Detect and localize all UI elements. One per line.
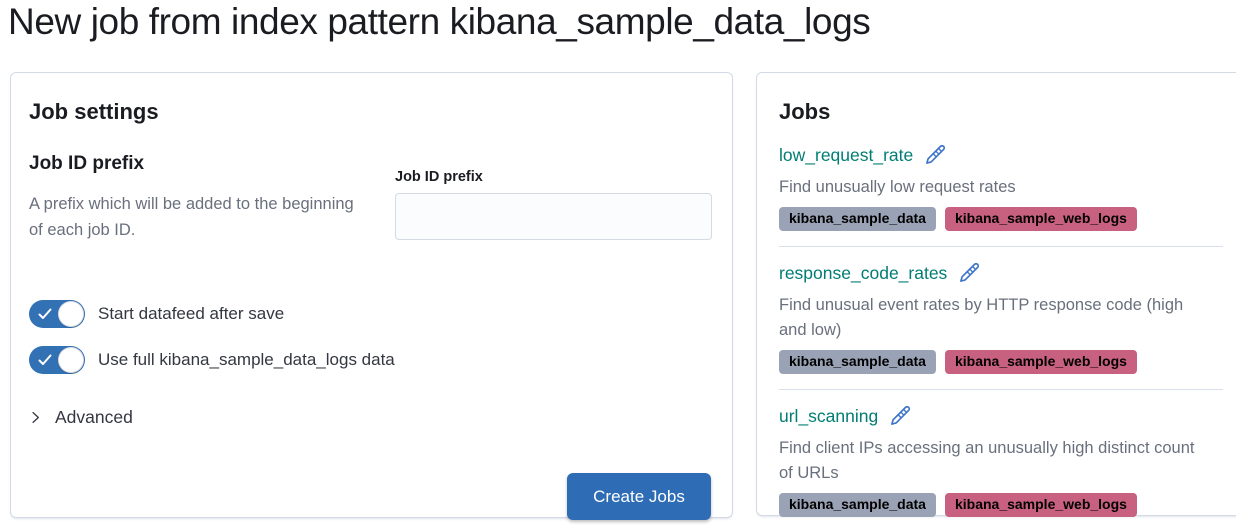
job-description: Find unusual event rates by HTTP respons… — [779, 296, 1184, 339]
job-list-item: response_code_rates Find unusual event r… — [779, 262, 1223, 391]
job-settings-panel: Job settings Job ID prefix A prefix whic… — [10, 72, 733, 520]
job-description: Find client IPs accessing an unusually h… — [779, 439, 1195, 482]
toggle-knob — [58, 301, 84, 328]
job-link-url-scanning[interactable]: url_scanning — [779, 405, 879, 426]
job-id-prefix-describe: Job ID prefix A prefix which will be add… — [29, 153, 359, 243]
badge-kibana-sample-web-logs: kibana_sample_web_logs — [944, 349, 1137, 375]
job-id-prefix-description: A prefix which will be added to the begi… — [29, 195, 354, 239]
job-list-item: low_request_rate Find unusually low requ… — [779, 144, 1223, 248]
page-title: New job from index pattern kibana_sample… — [8, 1, 871, 42]
job-id-prefix-section-title: Job ID prefix — [29, 153, 145, 174]
pencil-icon[interactable] — [924, 144, 946, 166]
toggle-label: Start datafeed after save — [98, 304, 285, 324]
job-id-prefix-label: Job ID prefix — [395, 169, 483, 185]
toggle-switch-on[interactable] — [29, 300, 85, 329]
badge-kibana-sample-data: kibana_sample_data — [779, 349, 936, 375]
toggle-start-datafeed[interactable]: Start datafeed after save — [29, 300, 712, 329]
toggle-switch-on[interactable] — [29, 346, 85, 375]
jobs-heading: Jobs — [779, 99, 831, 124]
pencil-icon[interactable] — [958, 262, 980, 284]
toggle-group: Start datafeed after save Use full kiban… — [29, 300, 712, 375]
advanced-label: Advanced — [55, 407, 133, 428]
check-icon — [38, 354, 52, 366]
chevron-right-icon — [32, 412, 39, 424]
toggle-knob — [58, 347, 84, 374]
pencil-icon[interactable] — [889, 405, 911, 427]
jobs-panel: Jobs low_request_rate Find unusually low… — [756, 72, 1236, 517]
advanced-accordion[interactable]: Advanced — [29, 407, 712, 428]
job-link-response-code-rates[interactable]: response_code_rates — [779, 262, 948, 283]
badge-kibana-sample-web-logs: kibana_sample_web_logs — [944, 206, 1137, 232]
toggle-label: Use full kibana_sample_data_logs data — [98, 350, 395, 370]
toggle-use-full-data[interactable]: Use full kibana_sample_data_logs data — [29, 346, 712, 375]
badge-kibana-sample-web-logs: kibana_sample_web_logs — [944, 492, 1137, 517]
job-list-item: url_scanning Find client IPs accessing a… — [779, 405, 1223, 517]
create-jobs-button[interactable]: Create Jobs — [567, 473, 711, 520]
job-settings-heading: Job settings — [29, 99, 159, 124]
badge-kibana-sample-data: kibana_sample_data — [779, 492, 936, 517]
check-icon — [38, 308, 52, 320]
badge-kibana-sample-data: kibana_sample_data — [779, 206, 936, 232]
job-description: Find unusually low request rates — [779, 178, 1016, 196]
job-id-prefix-input[interactable] — [395, 193, 712, 240]
job-id-prefix-row: Job ID prefix A prefix which will be add… — [29, 153, 712, 243]
job-link-low-request-rate[interactable]: low_request_rate — [779, 144, 914, 165]
job-id-prefix-field: Job ID prefix — [395, 153, 712, 243]
